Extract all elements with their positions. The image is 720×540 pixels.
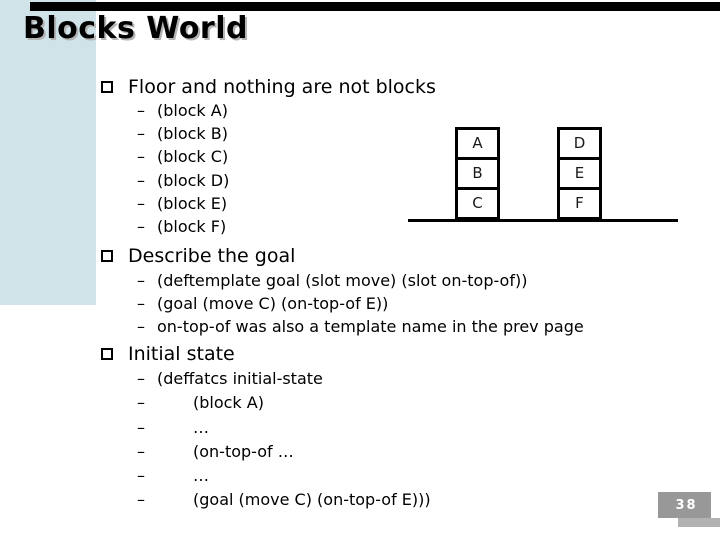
list-item-text: (goal (move C) (on-top-of E)) (157, 294, 389, 313)
list-item: –(block B) (137, 123, 229, 146)
dash-marker: – (137, 271, 145, 290)
dash-marker: – (137, 441, 145, 461)
list-item-text: (deftemplate goal (slot move) (slot on-t… (157, 271, 528, 290)
section-goal-heading: Describe the goal (101, 245, 295, 267)
block-f: F (560, 190, 599, 217)
initial-state-code-list: –(deffatcs initial-state –(block A) –… –… (137, 368, 431, 514)
list-item: –… (137, 417, 431, 441)
dash-marker: – (137, 216, 145, 236)
list-item: –(block D) (137, 170, 229, 193)
block-b: B (458, 160, 497, 190)
section-floor-heading: Floor and nothing are not blocks (101, 76, 436, 98)
floor-line (408, 219, 678, 222)
square-bullet-icon (101, 348, 113, 360)
dash-marker: – (137, 170, 145, 190)
dash-marker: – (137, 417, 145, 437)
list-item: – (goal (move C) (on-top-of E))) (137, 489, 431, 513)
list-item-text: (block F) (157, 216, 227, 236)
list-item-text: (block B) (157, 124, 228, 144)
list-item: – (on-top-of … (137, 441, 431, 465)
page-number-badge: 38 (658, 492, 711, 518)
top-accent-bar (30, 2, 720, 11)
block-facts-list: –(block A) –(block B) –(block C) –(block… (137, 100, 229, 239)
block-d: D (560, 130, 599, 160)
section-heading-label: Initial state (128, 343, 235, 365)
dash-marker: – (137, 317, 145, 336)
list-item-text: … (193, 417, 209, 437)
square-bullet-icon (101, 81, 113, 93)
list-item-text: (on-top-of … (193, 441, 294, 461)
list-item-text: (block E) (157, 193, 228, 213)
dash-marker: – (137, 147, 145, 167)
list-item: –… (137, 465, 431, 489)
list-item: –(block C) (137, 146, 229, 169)
page-title: Blocks World (23, 11, 248, 46)
section-heading-label: Describe the goal (128, 245, 296, 267)
block-c: C (458, 190, 497, 217)
list-item-text: on-top-of was also a template name in th… (157, 317, 584, 336)
block-stack-left: A B C (455, 127, 500, 220)
dash-marker: – (137, 193, 145, 213)
dash-marker: – (137, 466, 145, 486)
list-item-text: (block A) (193, 393, 264, 413)
list-item: –(deffatcs initial-state (137, 368, 431, 392)
left-accent-panel (0, 0, 96, 305)
list-item-text: (deffatcs initial-state (157, 369, 323, 388)
list-item-text: (block A) (157, 101, 228, 120)
list-item: –(goal (move C) (on-top-of E)) (137, 293, 584, 316)
page-number: 38 (675, 497, 698, 513)
block-stack-right: D E F (557, 127, 602, 220)
list-item-text: … (193, 466, 209, 486)
block-e: E (560, 160, 599, 190)
dash-marker: – (137, 490, 145, 510)
goal-code-list: –(deftemplate goal (slot move) (slot on-… (137, 270, 584, 339)
list-item-text: (block C) (157, 147, 229, 167)
section-initial-state-heading: Initial state (101, 343, 235, 365)
dash-marker: – (137, 393, 145, 413)
list-item-text: (goal (move C) (on-top-of E))) (193, 490, 431, 510)
dash-marker: – (137, 369, 145, 388)
page-number-bar (678, 518, 720, 527)
list-item: –(block A) (137, 100, 229, 123)
list-item: –(block E) (137, 193, 229, 216)
block-a: A (458, 130, 497, 160)
list-item: –(block F) (137, 216, 229, 239)
list-item-text: (block D) (157, 170, 230, 190)
dash-marker: – (137, 124, 145, 144)
list-item: – (block A) (137, 392, 431, 416)
square-bullet-icon (101, 250, 113, 262)
list-item: –(deftemplate goal (slot move) (slot on-… (137, 270, 584, 293)
dash-marker: – (137, 294, 145, 313)
section-heading-label: Floor and nothing are not blocks (128, 76, 436, 98)
list-item: –on-top-of was also a template name in t… (137, 316, 584, 339)
dash-marker: – (137, 101, 145, 120)
